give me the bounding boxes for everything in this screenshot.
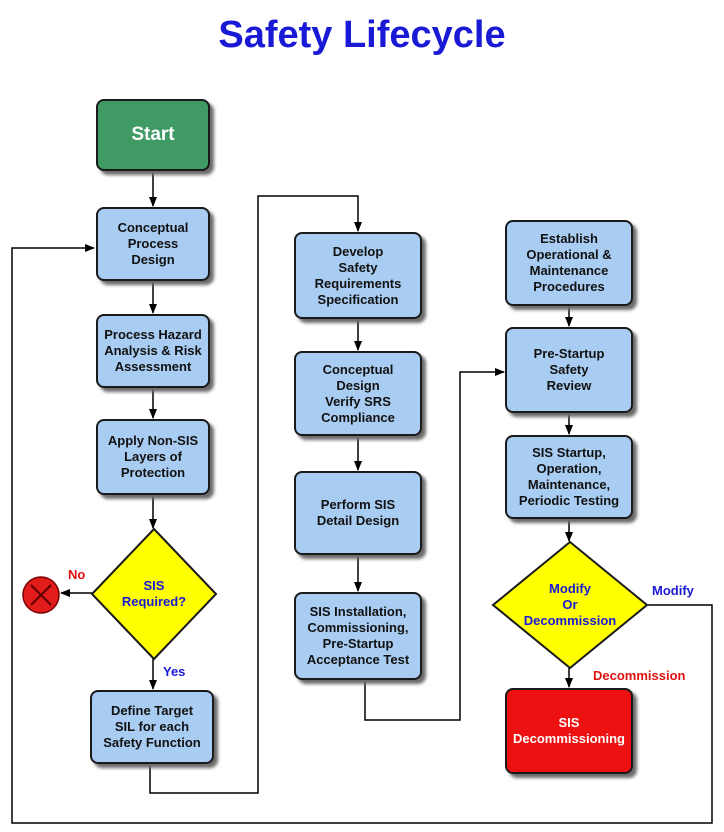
apply-non-sis-box: Apply Non-SIS Layers of Protection <box>96 419 210 495</box>
start-box: Start <box>96 99 210 171</box>
pre-startup-review-box: Pre-Startup Safety Review <box>505 327 633 413</box>
sis-installation-box: SIS Installation, Commissioning, Pre-Sta… <box>294 592 422 680</box>
page-title: Safety Lifecycle <box>218 14 506 56</box>
edge-label-no: No <box>68 567 86 582</box>
process-hazard-analysis-box: Process Hazard Analysis & Risk Assessmen… <box>96 314 210 388</box>
edge-label-yes: Yes <box>163 664 186 679</box>
sis-decommissioning-box: SIS Decommissioning <box>505 688 633 774</box>
arrow-installation-to-review <box>364 368 505 721</box>
perform-sis-detail-box: Perform SIS Detail Design <box>294 471 422 555</box>
edge-label-decommission: Decommission <box>593 668 686 683</box>
develop-srs-box: Develop Safety Requirements Specificatio… <box>294 232 422 319</box>
arrow-sil-to-srs <box>149 195 362 794</box>
sis-required-label: SIS Required? <box>121 578 187 609</box>
sis-required-decision <box>90 527 218 661</box>
modify-or-decommission-label: Modify Or Decommission <box>523 581 617 628</box>
edge-label-modify: Modify <box>652 583 694 598</box>
conceptual-process-design-box: Conceptual Process Design <box>96 207 210 281</box>
sis-startup-operation-box: SIS Startup, Operation, Maintenance, Per… <box>505 435 633 519</box>
establish-procedures-box: Establish Operational & Maintenance Proc… <box>505 220 633 306</box>
conceptual-design-verify-box: Conceptual Design Verify SRS Compliance <box>294 351 422 436</box>
modify-or-decommission-decision <box>491 540 649 670</box>
arrow-modify-loop <box>11 244 713 824</box>
define-target-sil-box: Define Target SIL for each Safety Functi… <box>90 690 214 764</box>
stop-x-icon <box>22 576 60 614</box>
